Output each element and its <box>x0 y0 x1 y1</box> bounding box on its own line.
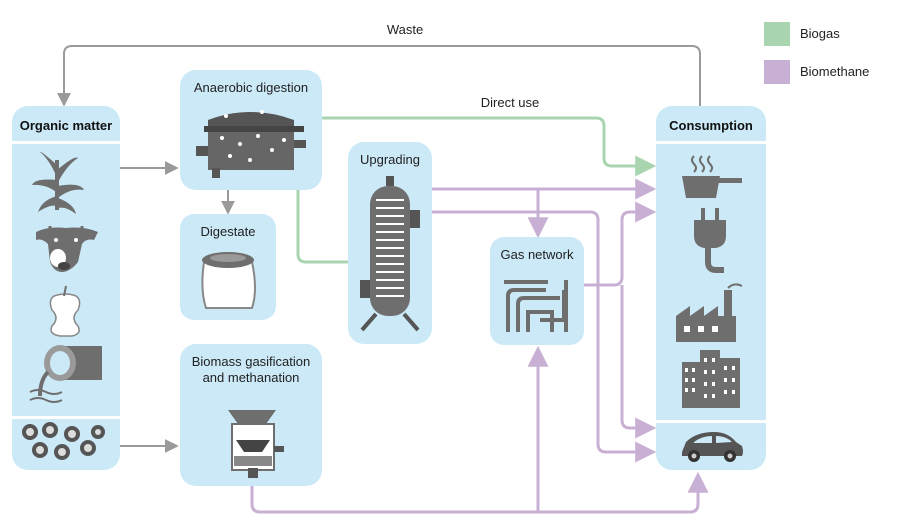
gas-network-to-consumption-arrow <box>584 201 657 287</box>
buildings-icon <box>682 350 740 408</box>
legend-biomethane-swatch <box>764 60 790 84</box>
gasification-title-line2: and methanation <box>203 370 300 385</box>
cow-icon <box>36 226 98 272</box>
digester-icon <box>196 110 306 178</box>
direct-use-label: Direct use <box>481 95 540 110</box>
legend-biogas-swatch <box>764 22 790 46</box>
gas-network-title: Gas network <box>501 247 574 262</box>
column-icon <box>360 176 420 332</box>
cooking-pot-icon <box>682 155 742 198</box>
gas-network-box: Gas network <box>490 237 584 345</box>
waste-water-icon <box>29 345 102 403</box>
wood-logs-icon <box>22 422 105 460</box>
waste-arrow <box>57 45 701 110</box>
gasification-title-line1: Biomass gasification <box>192 354 311 369</box>
electric-plug-icon <box>694 208 726 273</box>
car-icon <box>682 432 743 462</box>
upgrading-title: Upgrading <box>360 152 420 167</box>
anaerobic-digestion-title: Anaerobic digestion <box>194 80 308 95</box>
legend-biomethane-label: Biomethane <box>800 64 869 79</box>
sack-icon <box>201 252 256 309</box>
gasifier-icon <box>228 410 284 478</box>
gas-network-to-car-arrow <box>620 285 657 439</box>
anaerobic-digestion-box: Anaerobic digestion <box>180 70 322 190</box>
gasification-bottom-arrow <box>250 471 709 514</box>
apple-core-icon <box>49 285 81 337</box>
direct-use-arrow <box>322 116 657 177</box>
consumption-box: Consumption <box>656 106 766 470</box>
digestate-title: Digestate <box>201 224 256 239</box>
factory-icon <box>676 283 743 342</box>
organic-matter-title: Organic matter <box>20 118 112 133</box>
upgrading-to-car-arrow <box>432 210 657 463</box>
biomass-gasification-box: Biomass gasification and methanation <box>180 344 322 486</box>
upgrading-box: Upgrading <box>348 142 432 344</box>
organic-matter-box: Organic matter <box>12 106 120 470</box>
crop-icon <box>32 151 84 214</box>
digestate-box: Digestate <box>180 214 276 320</box>
consumption-title: Consumption <box>669 118 753 133</box>
waste-label: Waste <box>387 22 423 37</box>
legend-biogas-label: Biogas <box>800 26 840 41</box>
pipeline-icon <box>504 280 568 332</box>
digestion-to-upgrading-arrow <box>296 190 348 264</box>
